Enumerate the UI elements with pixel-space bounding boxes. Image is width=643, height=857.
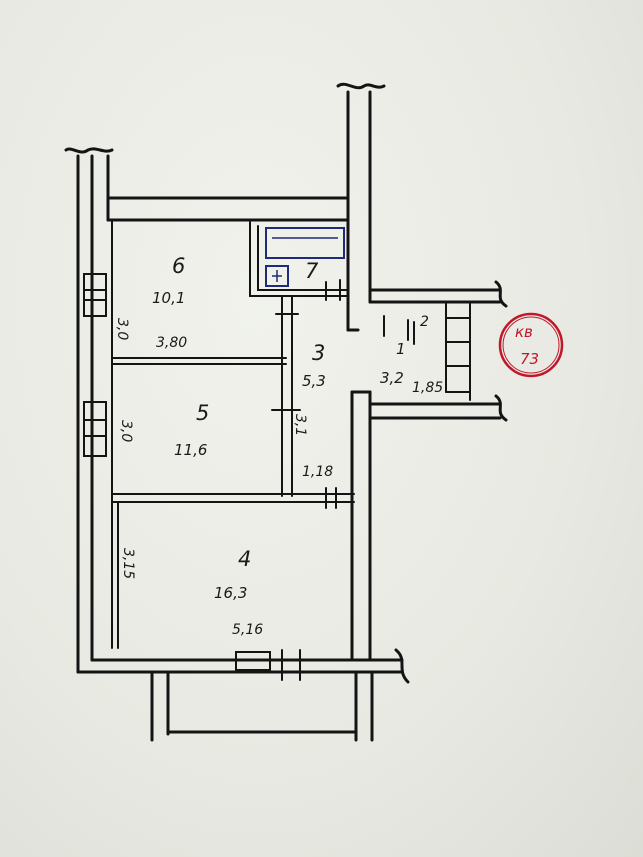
room-number: 6 — [172, 254, 185, 278]
stamp-line2: 73 — [520, 350, 539, 368]
dimension-label: 3,80 — [156, 335, 187, 351]
stamp-line1: кв — [515, 323, 533, 341]
room-number: 1 — [396, 340, 406, 358]
window — [235, 651, 271, 671]
room-number: 4 — [238, 547, 251, 571]
dimension-label: 1,18 — [302, 464, 333, 480]
bathroom — [249, 221, 349, 297]
apartment-stamp: кв 73 — [498, 312, 564, 378]
room-area: 11,6 — [174, 441, 207, 459]
window — [83, 401, 107, 457]
window — [83, 273, 107, 317]
outer-wall — [64, 82, 508, 684]
dimension-label: 2 — [420, 314, 429, 330]
room-number: 7 — [305, 259, 319, 283]
room-area: 10,1 — [152, 289, 185, 307]
dimension-label: 3,0 — [118, 420, 134, 442]
dimension-label: 3,1 — [292, 414, 308, 436]
dimension-label: 1,85 — [412, 380, 443, 396]
room-area: 16,3 — [214, 584, 247, 602]
balcony — [150, 672, 374, 742]
room-number: 5 — [196, 401, 209, 425]
dimension-label: 3,0 — [114, 318, 130, 340]
room-number: 3 — [312, 341, 325, 365]
dimension-label: 3,15 — [120, 548, 136, 579]
dimension-label: 5,16 — [232, 622, 263, 638]
room-area: 3,2 — [380, 369, 404, 387]
room-area: 5,3 — [302, 372, 326, 390]
